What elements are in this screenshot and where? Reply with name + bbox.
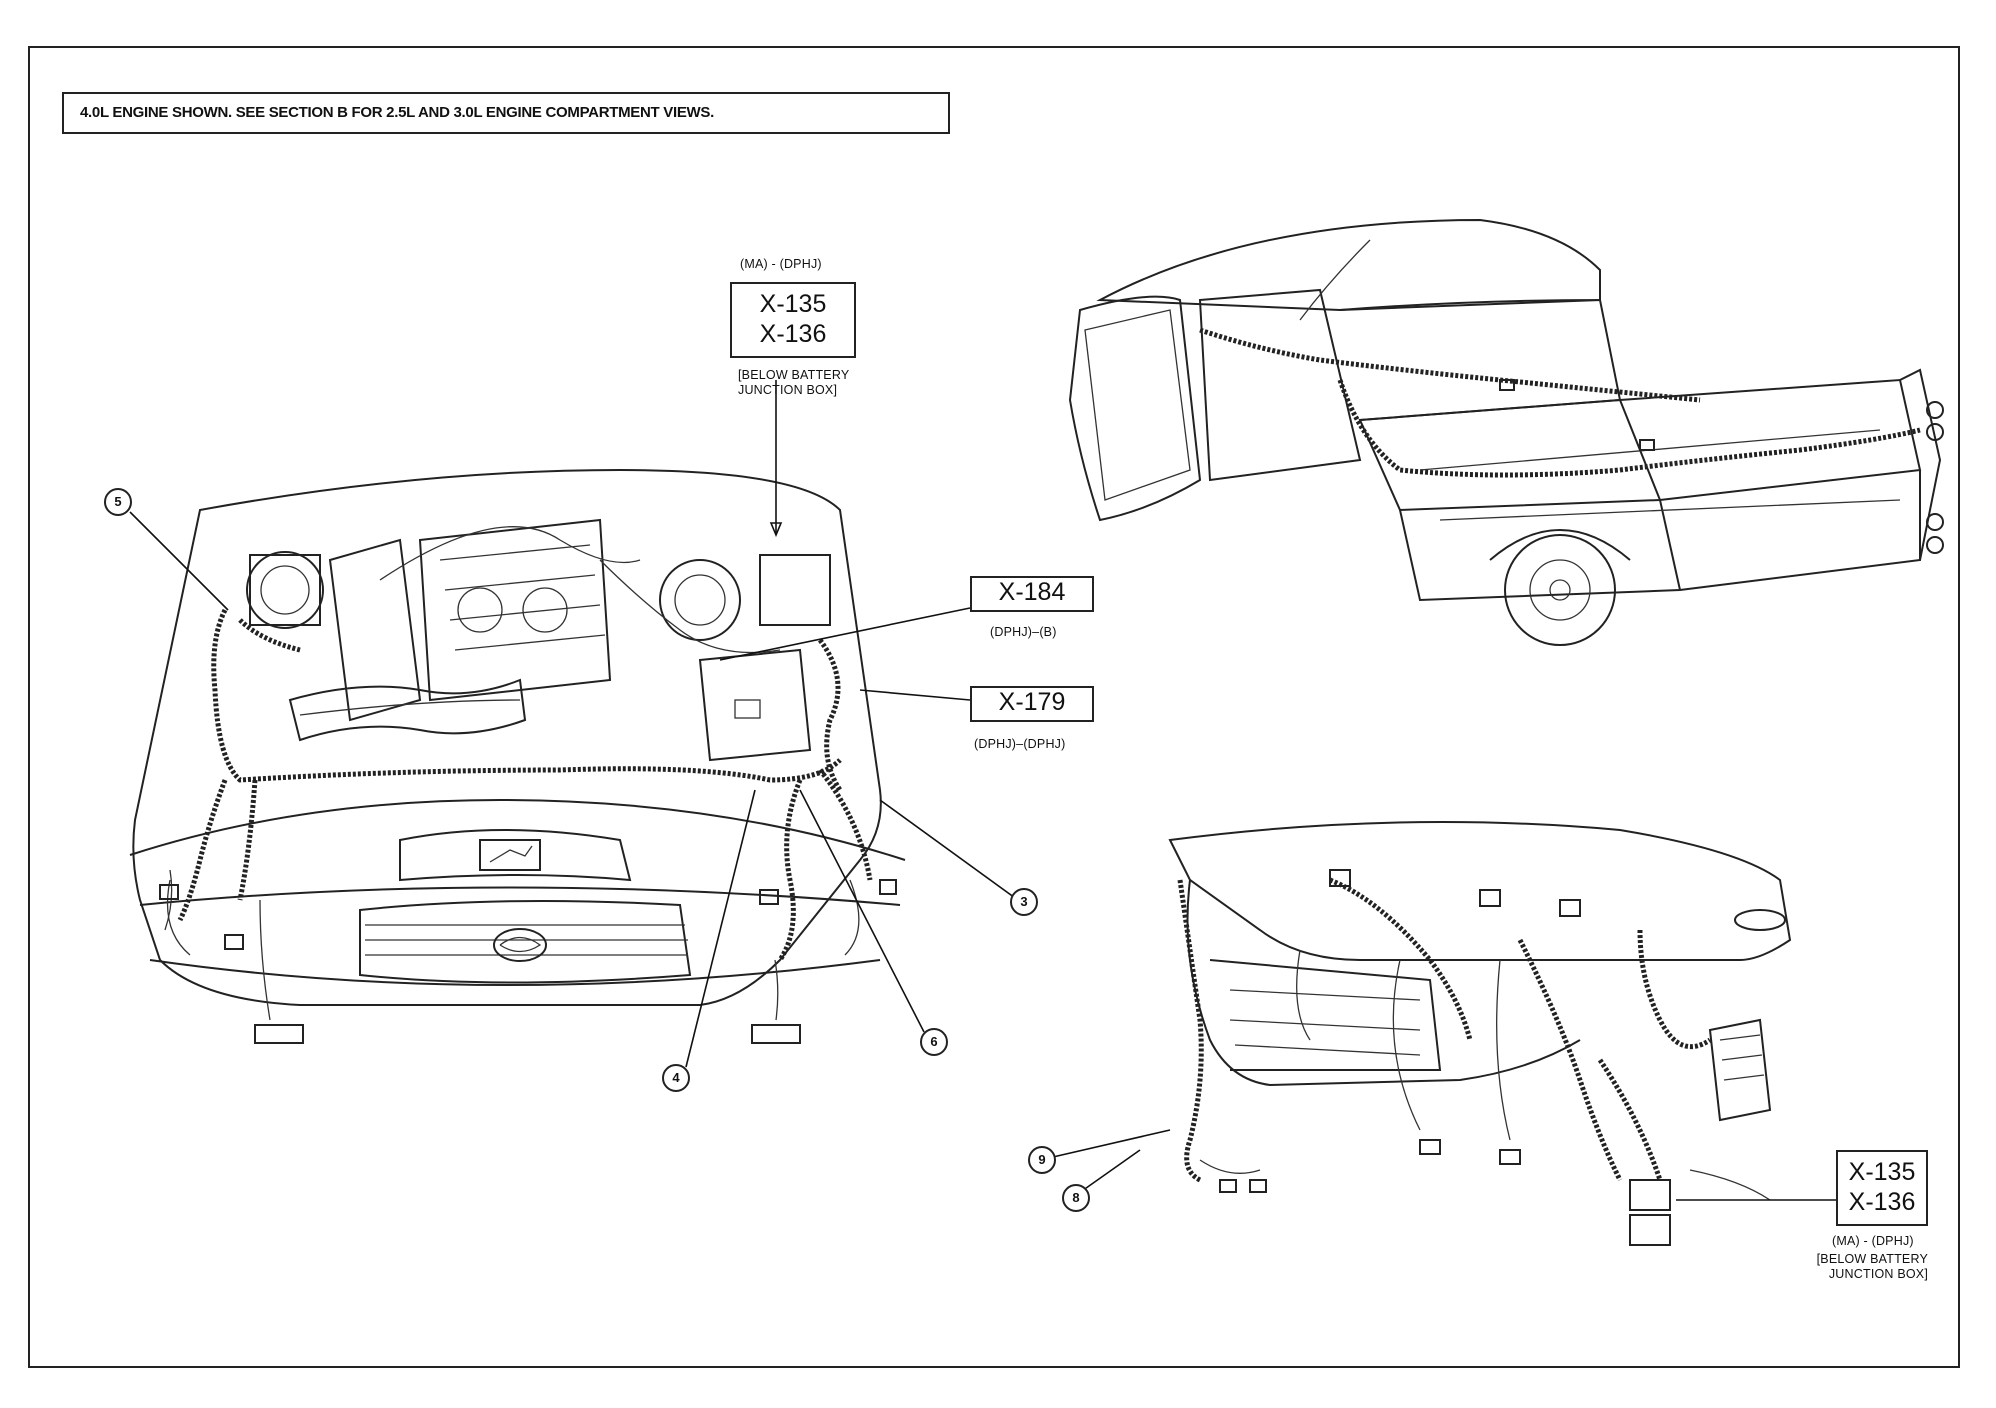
header-note: 4.0L ENGINE SHOWN. SEE SECTION B FOR 2.5… — [62, 92, 950, 134]
bottom-connector-id-2: X-136 — [1848, 1187, 1916, 1216]
top-connector-location-line2: JUNCTION BOX] — [738, 383, 838, 397]
top-connector-box: X-135 X-136 — [730, 282, 856, 358]
top-connector-id-1: X-135 — [759, 290, 827, 318]
callout-3: 3 — [1010, 888, 1038, 916]
callout-4: 4 — [662, 1064, 690, 1092]
bottom-connector-id-1: X-135 — [1848, 1158, 1916, 1186]
x179-code: (DPHJ)–(DPHJ) — [974, 737, 1066, 751]
leader-lines — [129, 380, 1848, 1201]
bottom-connector-code: (MA) - (DPHJ) — [1832, 1234, 1914, 1248]
top-connector-location: [BELOW BATTERY JUNCTION BOX] — [738, 368, 849, 398]
pickup-truck-drawing — [1068, 218, 1944, 646]
callout-9: 9 — [1028, 1146, 1056, 1174]
bottom-connector-box: X-135 X-136 — [1836, 1150, 1928, 1226]
top-connector-location-line1: [BELOW BATTERY — [738, 368, 850, 382]
top-connector-code: (MA) - (DPHJ) — [740, 257, 822, 271]
bottom-connector-location: [BELOW BATTERY JUNCTION BOX] — [1800, 1252, 1928, 1282]
callout-5: 5 — [104, 488, 132, 516]
engine-compartment-drawing — [129, 468, 906, 1044]
drawing-frame — [28, 46, 1960, 1368]
callout-6: 6 — [920, 1028, 948, 1056]
bottom-connector-location-line1: [BELOW BATTERY — [1816, 1252, 1928, 1266]
x179-box: X-179 — [970, 686, 1094, 722]
top-connector-id-2: X-136 — [759, 319, 827, 348]
x184-code: (DPHJ)–(B) — [990, 625, 1057, 639]
bottom-connector-location-line2: JUNCTION BOX] — [1828, 1267, 1928, 1281]
x184-box: X-184 — [970, 576, 1094, 612]
callout-8: 8 — [1062, 1184, 1090, 1212]
instrument-panel-drawing — [1168, 821, 1792, 1246]
